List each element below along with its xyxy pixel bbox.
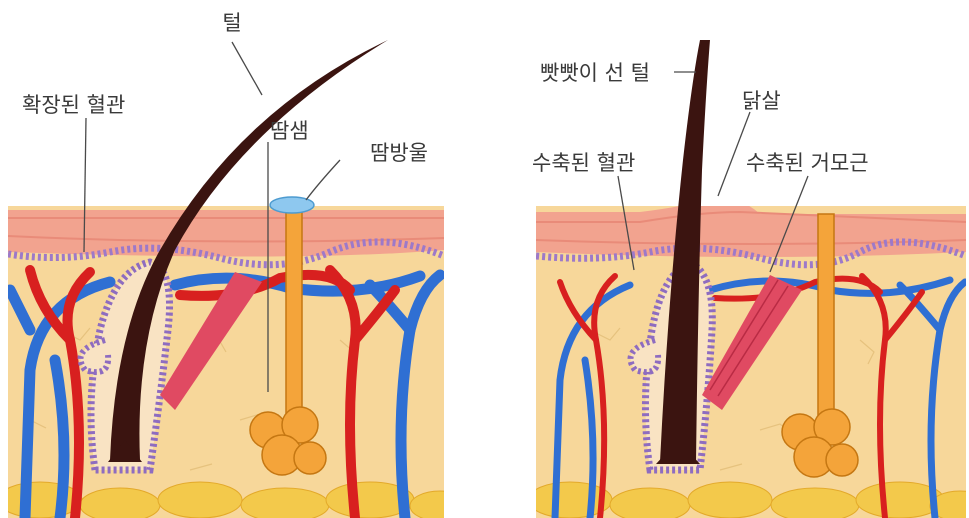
- epidermis-layer: [8, 210, 444, 257]
- labels: 털 확장된 혈관 땀샘 땀방울 빳빳이 선 털 닭살 수축된 혈관 수축된 거모…: [22, 11, 869, 175]
- epidermis-layer: [536, 196, 966, 257]
- label-sweat-gland: 땀샘: [270, 119, 309, 143]
- label-constricted-vessel: 수축된 혈관: [532, 151, 635, 175]
- sweat-drop: [270, 197, 314, 213]
- label-dilated-vessel: 확장된 혈관: [22, 93, 125, 117]
- label-goosebump: 닭살: [742, 89, 781, 113]
- label-contracted-muscle: 수축된 거모근: [746, 151, 869, 175]
- label-erect-hair: 빳빳이 선 털: [540, 61, 650, 85]
- label-hair: 털: [222, 11, 241, 35]
- label-sweat-drop: 땀방울: [370, 141, 428, 165]
